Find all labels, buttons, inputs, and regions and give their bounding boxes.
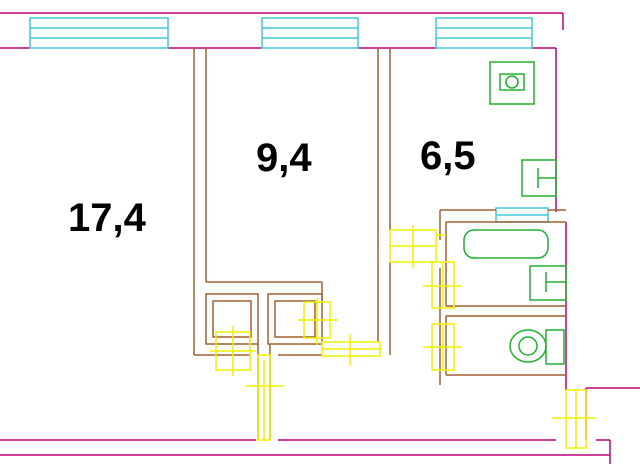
- door-swing-icon: [246, 354, 284, 441]
- room-area-bedroom: 9,4: [256, 136, 312, 180]
- room-area-kitchen: 6,5: [420, 134, 476, 178]
- door-swing-icon: [210, 326, 256, 376]
- window-icon: [29, 17, 169, 49]
- door-swing-icon: [321, 334, 381, 366]
- stove-icon: [529, 265, 567, 301]
- window-icon: [495, 207, 549, 223]
- room-area-living: 17,4: [68, 196, 146, 240]
- window-icon: [435, 17, 533, 49]
- fixtures: [463, 61, 567, 365]
- door-swing-icon: [389, 225, 446, 268]
- bathtub-icon: [463, 229, 549, 259]
- sink-icon: [489, 61, 535, 105]
- doors: [210, 225, 596, 449]
- outer-walls: [0, 12, 640, 464]
- stove-icon: [521, 159, 557, 197]
- toilet-icon: [509, 329, 565, 365]
- door-swing-icon: [298, 298, 338, 345]
- door-swing-icon: [552, 389, 596, 449]
- windows: [29, 17, 549, 223]
- window-icon: [261, 17, 359, 49]
- door-swing-icon: [423, 261, 462, 309]
- inner-walls: [193, 48, 566, 440]
- door-swing-icon: [423, 323, 462, 371]
